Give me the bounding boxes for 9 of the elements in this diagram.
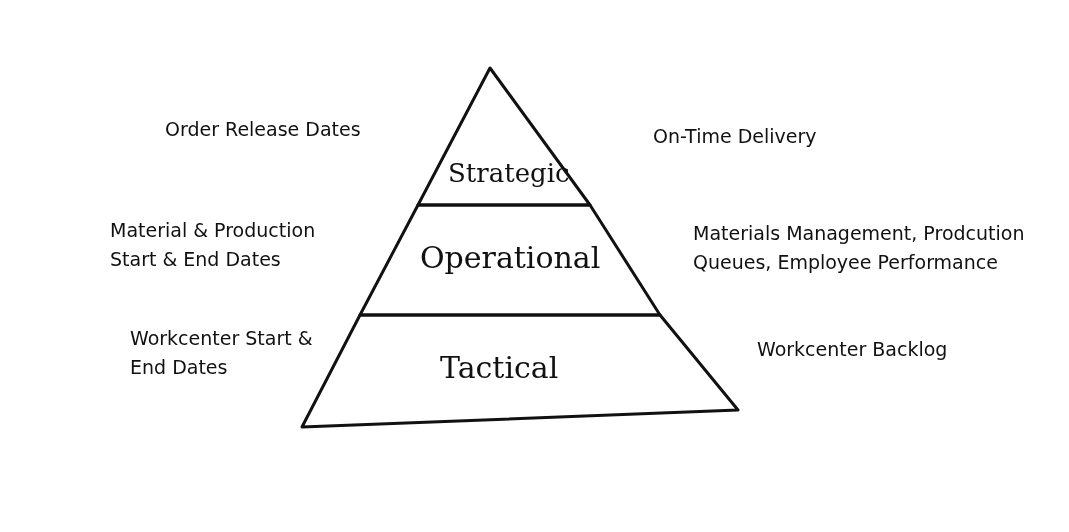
tier-label: Strategic — [448, 158, 570, 188]
side-label: Materials Management, Prodcution Queues, Employee Performance — [693, 221, 1026, 275]
side-label: Material & Production Start & End Dates — [110, 218, 317, 272]
tier-label: Tactical — [440, 350, 559, 385]
tier-label: Operational — [420, 240, 601, 275]
side-label: Order Release Dates — [165, 117, 362, 142]
side-label: On-Time Delivery — [653, 124, 818, 149]
side-label: Workcenter Start & End Dates — [130, 326, 314, 380]
side-label: Workcenter Backlog — [757, 337, 949, 362]
